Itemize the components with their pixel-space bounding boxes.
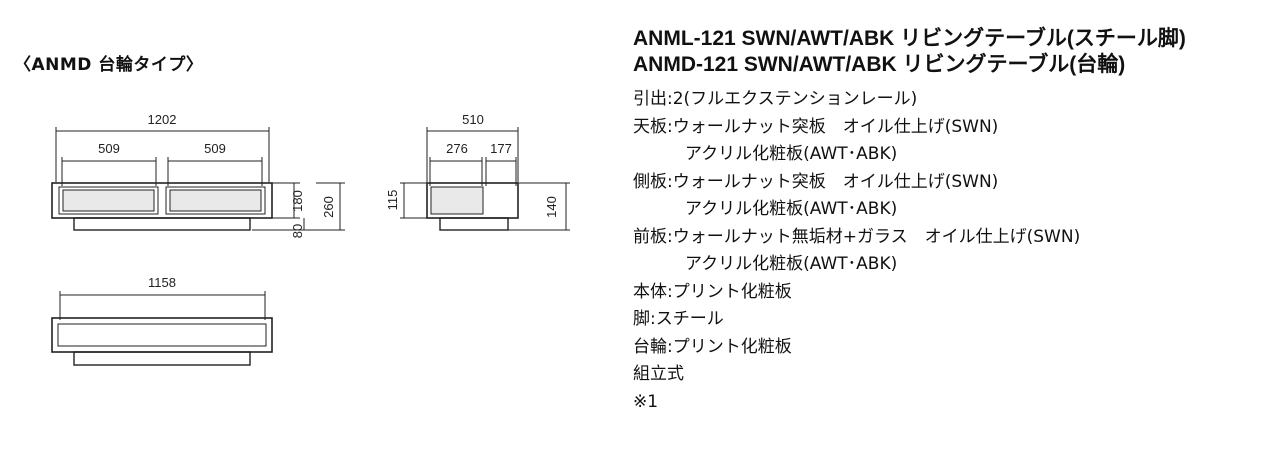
product-title-1: ANML-121 SWN/AWT/ABK リビングテーブル(スチール脚)	[633, 27, 1186, 50]
dim-drawer-depth: 276	[446, 141, 468, 156]
spec-row: 組立式	[633, 361, 1253, 389]
lower-view-drawing	[51, 291, 273, 366]
spec-continuation: アクリル化粧板(AWT･ABK)	[685, 254, 898, 274]
dim-lower-width: 1158	[148, 275, 176, 290]
product-title-2: ANMD-121 SWN/AWT/ABK リビングテーブル(台輪)	[633, 53, 1126, 76]
spec-value: 2(フルエクステンションレール)	[672, 89, 918, 109]
spec-row: 引出:2(フルエクステンションレール)	[633, 86, 1253, 114]
dim-right-drawer: 509	[204, 141, 226, 156]
spec-label: 台輪:	[633, 336, 673, 357]
spec-label: 天板:	[633, 116, 673, 137]
dim-side-left-height: 115	[385, 190, 400, 211]
spec-value: ウォールナット無垢材+ガラス オイル仕上げ(SWN)	[672, 226, 1081, 247]
dim-rear-depth: 177	[490, 141, 512, 156]
spec-value: スチール	[655, 309, 724, 329]
spec-label: 引出:	[633, 89, 673, 109]
spec-row: 本体:プリント化粧板	[633, 279, 1253, 307]
spec-label: 本体:	[633, 281, 673, 302]
spec-row: 前板:ウォールナット無垢材+ガラス オイル仕上げ(SWN)	[633, 224, 1253, 252]
dim-left-drawer: 509	[98, 141, 120, 156]
spec-footnote: ※1	[633, 391, 659, 412]
section-label: 〈ANMD 台輪タイプ〉	[14, 55, 204, 75]
spec-value: 組立式	[633, 364, 684, 384]
dim-front-width: 1202	[148, 112, 177, 127]
spec-row: 側板:ウォールナット突板 オイル仕上げ(SWN)	[633, 169, 1253, 197]
dim-base-height: 80	[290, 224, 305, 238]
spec-continuation: アクリル化粧板(AWT･ABK)	[685, 144, 898, 164]
spec-label: 脚:	[633, 309, 656, 329]
spec-label: 前板:	[633, 226, 673, 247]
dim-total-height: 260	[321, 196, 336, 218]
spec-row: ※1	[633, 389, 1253, 417]
spec-value: ウォールナット突板 オイル仕上げ(SWN)	[672, 171, 999, 192]
spec-row: 台輪:プリント化粧板	[633, 334, 1253, 362]
spec-row: 脚:スチール	[633, 306, 1253, 334]
front-view-drawing	[51, 127, 345, 231]
spec-label: 側板:	[633, 171, 673, 192]
dim-body-height: 180	[290, 190, 305, 212]
dim-side-depth: 510	[462, 112, 484, 127]
spec-list: 引出:2(フルエクステンションレール) 天板:ウォールナット突板 オイル仕上げ(…	[633, 86, 1253, 416]
dim-side-right-height: 140	[544, 196, 559, 218]
dimension-drawings: 1202 509 509 180 80 260 510 276 177 115 …	[51, 112, 570, 366]
spec-value: ウォールナット突板 オイル仕上げ(SWN)	[672, 116, 999, 137]
spec-value: プリント化粧板	[672, 281, 792, 302]
spec-row: 天板:ウォールナット突板 オイル仕上げ(SWN)	[633, 114, 1253, 142]
spec-panel: ANML-121 SWN/AWT/ABK リビングテーブル(スチール脚) ANM…	[633, 26, 1253, 416]
spec-continuation: アクリル化粧板(AWT･ABK)	[685, 199, 898, 219]
side-view-drawing	[400, 127, 570, 231]
spec-value: プリント化粧板	[672, 336, 792, 357]
